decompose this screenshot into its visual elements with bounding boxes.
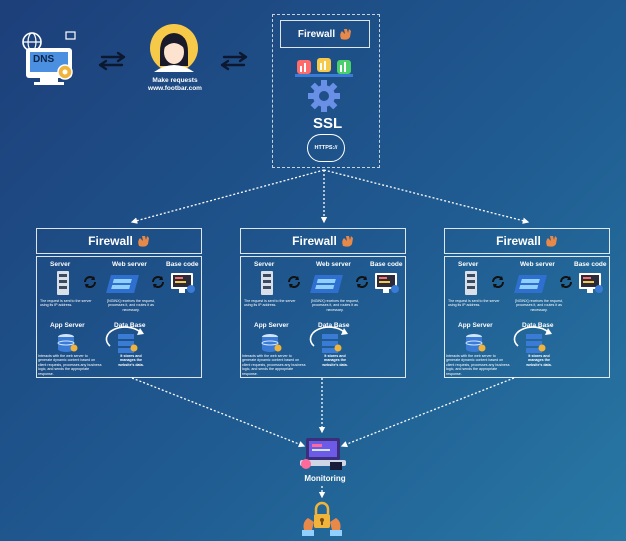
- cycle-arrow-icon: [309, 326, 348, 347]
- app-server-label: App Server: [254, 322, 289, 329]
- monitoring-label: Monitoring: [304, 474, 346, 483]
- refresh-icon: [356, 276, 368, 288]
- database-description: It stores and manages the website's data…: [322, 354, 348, 367]
- cluster-firewall-label: Firewall: [496, 234, 541, 248]
- https-badge: HTTPS://: [307, 134, 345, 162]
- server-rack-icon: [261, 271, 273, 295]
- line-to-left-server: [130, 169, 325, 224]
- code-monitor-icon: [375, 273, 399, 293]
- base-code-label: Base code: [574, 261, 607, 268]
- web-server-label: Web server: [316, 261, 351, 268]
- web-server-label: Web server: [112, 261, 147, 268]
- refresh-icon: [288, 276, 300, 288]
- database-icon: [57, 334, 78, 352]
- line-to-right-server: [323, 169, 530, 224]
- bidirectional-arrow-icon: [220, 51, 248, 71]
- line-right-to-monitoring: [340, 377, 515, 448]
- server-description: The request is sent to the server using …: [448, 299, 500, 308]
- database-icon: [261, 334, 282, 352]
- database-description: It stores and manages the website's data…: [526, 354, 552, 367]
- server-rack-icon: [57, 271, 69, 295]
- waving-hand-icon: [342, 236, 353, 247]
- database-server-icon: [526, 334, 546, 353]
- web-server-label: Web server: [520, 261, 555, 268]
- ssl-label: SSL: [313, 115, 343, 132]
- edge-firewall-box: Firewall: [280, 20, 370, 48]
- database-server-icon: [118, 334, 138, 353]
- cluster-body: [240, 256, 406, 378]
- web-server-hardware-icon: [514, 275, 547, 293]
- web-server-hardware-icon: [106, 275, 139, 293]
- analytics-icon: [295, 58, 353, 77]
- server-description: The request is sent to the server using …: [244, 299, 296, 308]
- line-left-to-monitoring: [131, 377, 306, 448]
- server-label: Server: [458, 261, 479, 268]
- https-label: HTTPS://: [314, 145, 338, 151]
- code-monitor-icon: [579, 273, 603, 293]
- app-server-label: App Server: [50, 322, 85, 329]
- cycle-arrow-icon: [513, 326, 552, 347]
- user-caption-line2: www.footbar.com: [148, 84, 202, 92]
- app-server-description: Interacts with the web server to generat…: [242, 354, 306, 376]
- cluster-body: [444, 256, 610, 378]
- cluster-firewall-label: Firewall: [88, 234, 133, 248]
- user-avatar-icon: [150, 24, 198, 72]
- refresh-icon: [560, 276, 572, 288]
- refresh-icon: [492, 276, 504, 288]
- app-server-label: App Server: [458, 322, 493, 329]
- cluster-firewall-box: Firewall: [240, 228, 406, 254]
- dns-label: DNS: [33, 54, 55, 65]
- database-label: Data Base: [318, 322, 350, 329]
- database-label: Data Base: [522, 322, 554, 329]
- dns-server: DNS: [18, 30, 80, 86]
- database-icon: [465, 334, 486, 352]
- edge-firewall-label: Firewall: [297, 28, 336, 40]
- base-code-label: Base code: [166, 261, 199, 268]
- server-cluster-left: Firewall Server Web server Base code The…: [36, 228, 202, 378]
- monitoring-station-icon: [300, 438, 346, 470]
- edge-security-box: Firewall SSL HTTPS://: [272, 14, 380, 168]
- app-server-description: Interacts with the web server to generat…: [38, 354, 102, 376]
- security-lock-icon: [302, 501, 342, 536]
- server-cluster-center: Firewall Server Web server Base code The…: [240, 228, 406, 378]
- web-server-description: [NGINX] receives the request, processes …: [107, 299, 155, 312]
- waving-hand-icon: [340, 29, 352, 40]
- server-label: Server: [50, 261, 71, 268]
- web-server-description: [NGINX] receives the request, processes …: [311, 299, 359, 312]
- base-code-label: Base code: [370, 261, 403, 268]
- bidirectional-arrow-icon: [98, 51, 126, 71]
- refresh-icon: [84, 276, 96, 288]
- refresh-icon: [152, 276, 164, 288]
- app-server-description: Interacts with the web server to generat…: [446, 354, 510, 376]
- code-monitor-icon: [171, 273, 195, 293]
- database-server-icon: [322, 334, 342, 353]
- cluster-firewall-box: Firewall: [36, 228, 202, 254]
- dns-monitor-icon: [22, 31, 76, 85]
- user-caption-line1: Make requests: [152, 77, 198, 84]
- database-description: It stores and manages the website's data…: [118, 354, 144, 367]
- waving-hand-icon: [546, 236, 557, 247]
- server-description: The request is sent to the server using …: [40, 299, 92, 308]
- web-server-description: [NGINX] receives the request, processes …: [515, 299, 563, 312]
- database-label: Data Base: [114, 322, 146, 329]
- server-cluster-right: Firewall Server Web server Base code The…: [444, 228, 610, 378]
- cycle-arrow-icon: [105, 326, 144, 347]
- cluster-firewall-label: Firewall: [292, 234, 337, 248]
- cluster-firewall-box: Firewall: [444, 228, 610, 254]
- server-label: Server: [254, 261, 275, 268]
- waving-hand-icon: [138, 236, 149, 247]
- gear-icon: [308, 80, 340, 112]
- server-rack-icon: [465, 271, 477, 295]
- web-server-hardware-icon: [310, 275, 343, 293]
- cluster-body: [36, 256, 202, 378]
- user-client: Make requests www.footbar.com: [140, 22, 210, 98]
